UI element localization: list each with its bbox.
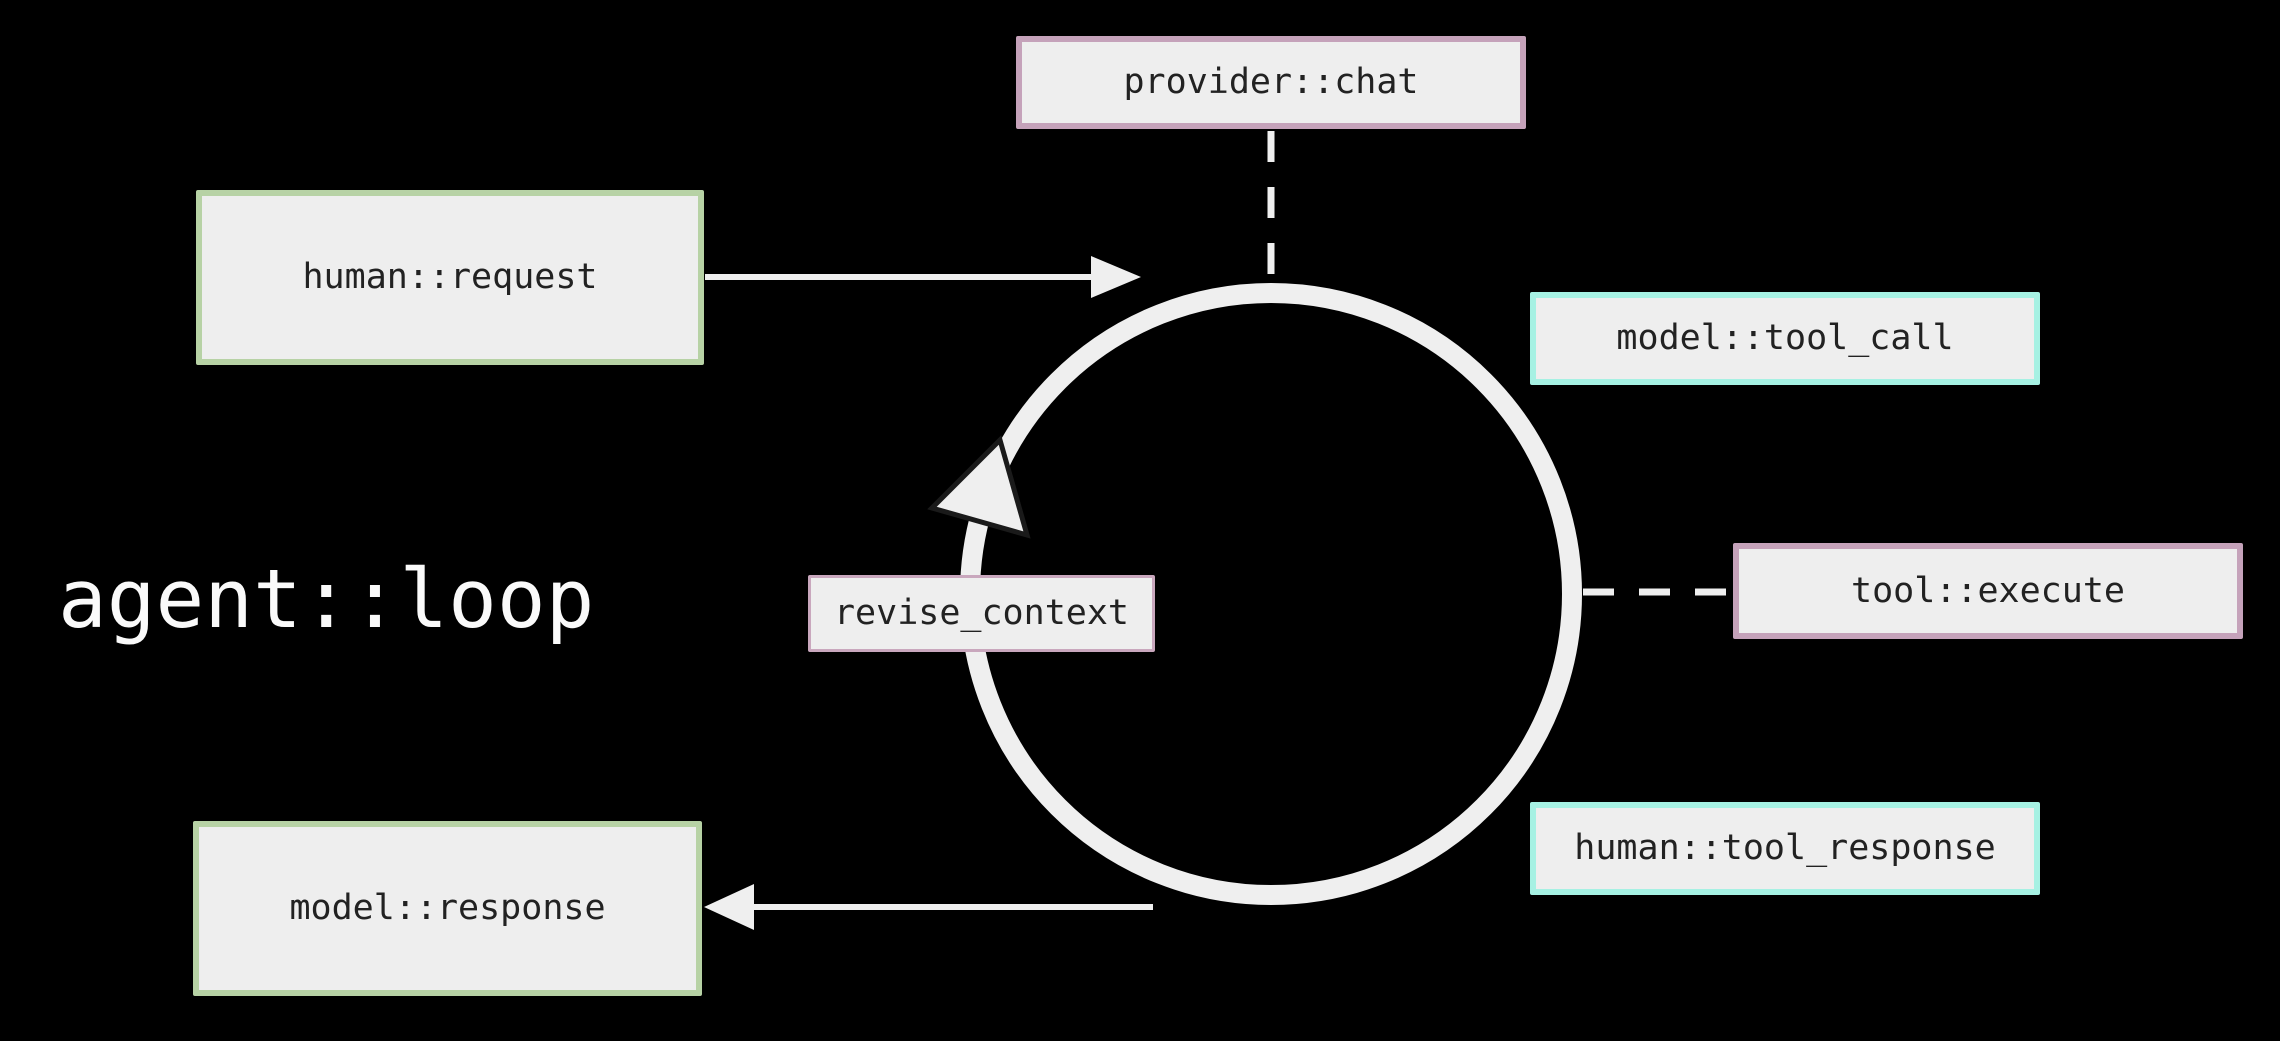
node-model-tool-call: model::tool_call — [1530, 292, 2040, 385]
arrow-right-icon — [1091, 256, 1141, 298]
arrow-left-icon — [704, 884, 754, 930]
node-model-tool-call-label: model::tool_call — [1616, 318, 1954, 358]
node-model-response-label: model::response — [289, 888, 606, 928]
node-model-response: model::response — [193, 821, 702, 996]
node-revise-context-label: revise_context — [833, 593, 1129, 633]
node-tool-execute: tool::execute — [1733, 543, 2243, 639]
node-human-request-label: human::request — [302, 257, 598, 297]
node-provider-chat: provider::chat — [1016, 36, 1526, 129]
node-revise-context: revise_context — [808, 575, 1155, 652]
node-human-tool-response: human::tool_response — [1530, 802, 2040, 895]
node-provider-chat-label: provider::chat — [1123, 62, 1419, 102]
diagram-title: agent::loop — [58, 553, 595, 647]
rotation-arrowhead-icon — [927, 435, 1031, 539]
node-human-request: human::request — [196, 190, 704, 365]
node-tool-execute-label: tool::execute — [1851, 570, 2125, 611]
node-human-tool-response-label: human::tool_response — [1574, 828, 1996, 868]
